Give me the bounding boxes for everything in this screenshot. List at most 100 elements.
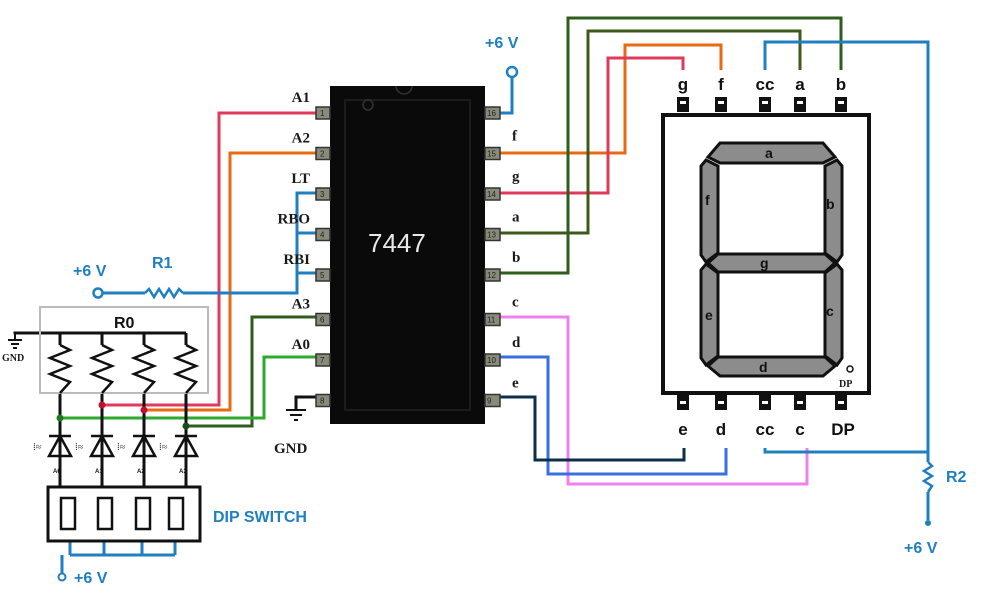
pin-number: 6 (320, 316, 325, 325)
dip-switch-toggle-4[interactable] (167, 496, 185, 531)
pin-pad (759, 97, 771, 112)
ic-pin-10: 10d (484, 335, 521, 367)
junction-dot (140, 406, 148, 414)
wire-dip-supply (60, 540, 177, 575)
diode-icon (88, 433, 116, 458)
pin-pad (484, 353, 501, 367)
dip-switch-toggle-1[interactable] (59, 496, 77, 531)
pin-pad (484, 227, 501, 242)
ground-icon (8, 333, 22, 349)
pin-number: 15 (487, 150, 496, 159)
pin-number: 2 (320, 150, 325, 159)
led-label: A1 (95, 469, 103, 475)
led-a1: ⁞≈ A1 (75, 433, 116, 475)
pin-pad (315, 312, 331, 327)
light-emission-icon: ⁞≈ (117, 442, 126, 453)
wire-c (500, 315, 809, 486)
wire-r1 (103, 273, 299, 295)
display-pin-label: c (795, 420, 804, 439)
ic-vcc-label: +6 V (485, 35, 519, 52)
pin-pad (484, 146, 501, 161)
notch-icon (395, 85, 413, 95)
segment-label-d: d (759, 359, 768, 375)
led-label: A0 (53, 469, 61, 475)
display-top-pin-3: a (794, 75, 806, 112)
pin-number: 14 (487, 190, 496, 199)
pin-label: e (512, 376, 519, 392)
r0-resistors (46, 343, 200, 394)
pin-label: RBI (283, 252, 310, 268)
pin-number: 11 (487, 316, 496, 325)
wire-g (500, 56, 685, 195)
resistor-icon (144, 286, 184, 300)
segment-label-g: g (760, 255, 769, 271)
display-pin-label: d (716, 420, 726, 439)
ic-pin-7: 7A0 (292, 337, 331, 367)
wire-d (500, 355, 728, 476)
pin-number: 7 (320, 356, 325, 365)
wire-a1 (102, 111, 316, 407)
wire-e (500, 395, 686, 462)
junctions (56, 401, 190, 430)
segment-labels: a f b g e c d (705, 145, 835, 375)
wire-a2 (144, 151, 316, 412)
terminal-icon (505, 65, 519, 79)
terminal-icon (92, 287, 104, 299)
wire-vcc (500, 78, 514, 115)
wires (13, 16, 930, 575)
display-bottom-pin-2: cc (756, 395, 774, 439)
pin-pad (484, 187, 501, 201)
wire-cc-top (763, 40, 930, 458)
pin-pad (315, 106, 331, 120)
pin-number: 9 (487, 397, 492, 406)
light-emission-icon: ⁞≈ (75, 442, 84, 453)
dp-inner-label: DP (839, 379, 852, 390)
ic-gnd-label: GND (274, 441, 308, 457)
led-label: A2 (137, 469, 145, 475)
pin-number: 12 (487, 271, 496, 280)
pin-label: g (512, 169, 520, 185)
pin1-marker-icon (362, 99, 374, 111)
ic-pin-11: 11c (484, 295, 519, 327)
pin-number: 4 (320, 231, 325, 240)
pin-label: LT (291, 171, 310, 187)
dip-supply-label: +6 V (74, 570, 108, 587)
led-array: ⁞≈ A0 ⁞≈ A1 ⁞≈ A2 ⁞≈ A3 (33, 433, 200, 475)
segment-d (705, 355, 838, 378)
diode-icon (172, 433, 200, 458)
segment-label-a: a (765, 145, 773, 161)
ic-pin-14: 14 g (484, 169, 520, 201)
wire-f (500, 43, 723, 155)
light-emission-icon: ⁞≈ (33, 442, 42, 453)
dip-switch-toggle-3[interactable] (134, 496, 152, 531)
junction-dot (56, 414, 64, 422)
pin-pad (484, 268, 501, 282)
display-top-pin-2: cc (756, 75, 774, 112)
display-pin-label: a (795, 75, 805, 94)
display-pin-label: e (678, 420, 687, 439)
pin-pad (484, 312, 501, 327)
pin-label: d (512, 335, 521, 351)
pin-pad (484, 393, 501, 408)
dip-switch: DIP SWITCH +6 V (46, 485, 307, 587)
pin-label: a (512, 210, 520, 226)
display-top-pin-0: g (677, 75, 689, 112)
dip-switch-label: DIP SWITCH (213, 509, 307, 526)
wire-cc-bottom (763, 448, 928, 454)
segment-a (705, 141, 838, 165)
dip-switch-toggle-2[interactable] (96, 496, 114, 531)
ic-pin-13: 13a (484, 210, 520, 242)
display-top-pin-4: b (835, 75, 847, 112)
ic-pin-3: 3LT (291, 171, 331, 201)
pin-number: 1 (320, 109, 325, 118)
pin-pad (315, 353, 331, 367)
diode-icon (130, 433, 158, 458)
pin-pad (315, 393, 331, 408)
ic-pin-12: 12b (484, 250, 520, 282)
